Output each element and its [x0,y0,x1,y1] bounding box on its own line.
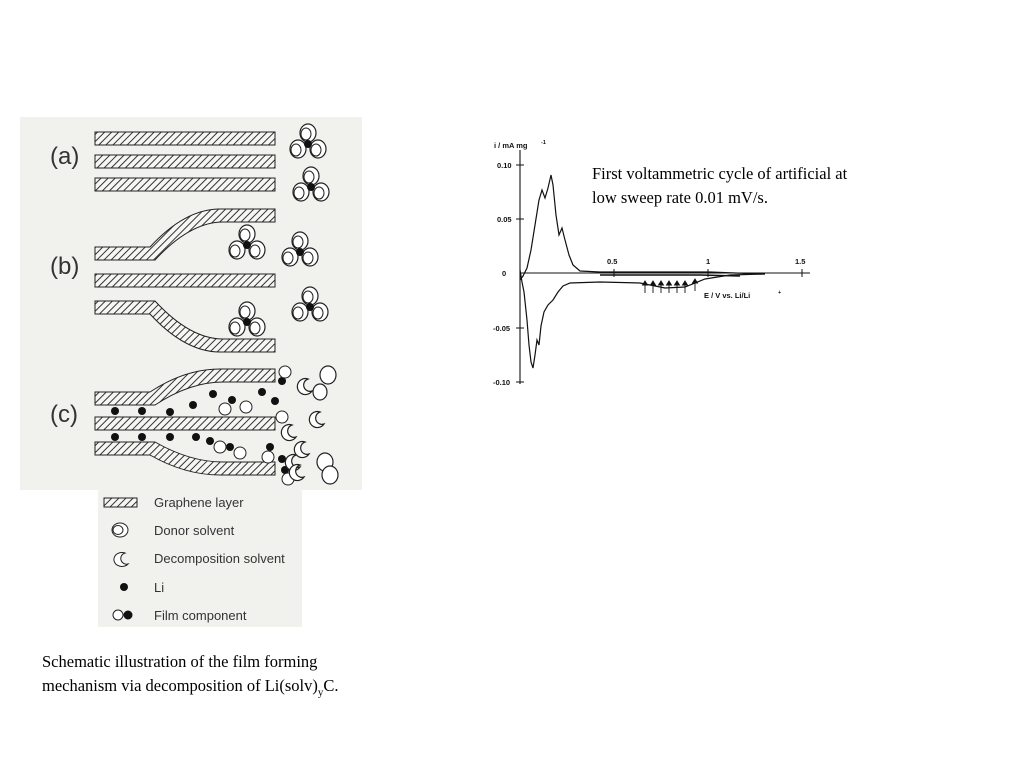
voltammogram-caption: First voltammetric cycle of artificial a… [592,162,922,210]
graphene-layers-a [94,131,276,192]
decomposition-solvent-icon [113,551,130,567]
cv-y-tick-0.10: 0.10 [497,161,512,170]
schematic-caption-line2-main: mechanism via decomposition of Li(solv) [42,676,318,695]
cv-x-tick-0.5: 0.5 [607,257,617,266]
panel-label-c: (c) [50,401,78,428]
cv-y-tick-minus-0.10: -0.10 [493,378,510,387]
intercalated-li-c [111,377,289,474]
schematic-caption-line2-end: C. [323,676,339,695]
cv-y-ticks [516,164,524,383]
graphene-layers-b [94,208,276,353]
cv-flat-trace [600,274,741,277]
film-component-icon [112,609,133,621]
cv-x-axis-label-superscript: + [778,290,781,296]
cv-x-axis-label: E / V vs. Li/Li [704,291,750,300]
cv-x-tick-1.5: 1.5 [795,257,805,266]
legend-graphene-label: Graphene layer [154,495,244,510]
legend-decomposition-label: Decomposition solvent [154,551,285,566]
decomposition-solvents-c [280,365,339,485]
cv-x-ticks [613,269,803,277]
voltammogram-caption-line2: low sweep rate 0.01 mV/s. [592,188,768,207]
li-icon [120,583,128,591]
cv-x-tick-1: 1 [706,257,710,266]
schematic-caption-line2: mechanism via decomposition of Li(solv)y… [42,674,442,704]
cv-y-tick-0: 0 [502,269,506,278]
cv-cathodic-trace [519,269,766,369]
cv-y-axis-label: i / mA mg [494,141,528,150]
solvated-li-clusters-a [290,124,329,201]
schematic-caption-line1: Schematic illustration of the film formi… [42,652,318,671]
donor-solvent-icon [111,522,129,538]
cv-arrows [641,278,699,293]
graphene-layers-c [94,368,276,476]
panel-label-b: (b) [50,253,79,280]
graphene-layer-icon [103,497,138,508]
legend-film-label: Film component [154,608,247,623]
film-components-c [213,365,295,486]
legend-li-label: Li [154,580,164,595]
cv-y-axis-label-superscript: -1 [541,140,546,146]
cv-y-tick-minus-0.05: -0.05 [493,324,510,333]
panel-label-a: (a) [50,143,79,170]
schematic-legend: Graphene layer Donor solvent Decompositi… [98,490,302,627]
voltammogram-caption-line1: First voltammetric cycle of artificial a… [592,164,848,183]
legend-donor-label: Donor solvent [154,523,235,538]
schematic-caption: Schematic illustration of the film formi… [42,650,442,704]
schematic-caption-subscript: y [317,686,324,699]
cv-y-tick-0.05: 0.05 [497,215,512,224]
film-formation-schematic: (a) (b) (c) [20,117,362,490]
